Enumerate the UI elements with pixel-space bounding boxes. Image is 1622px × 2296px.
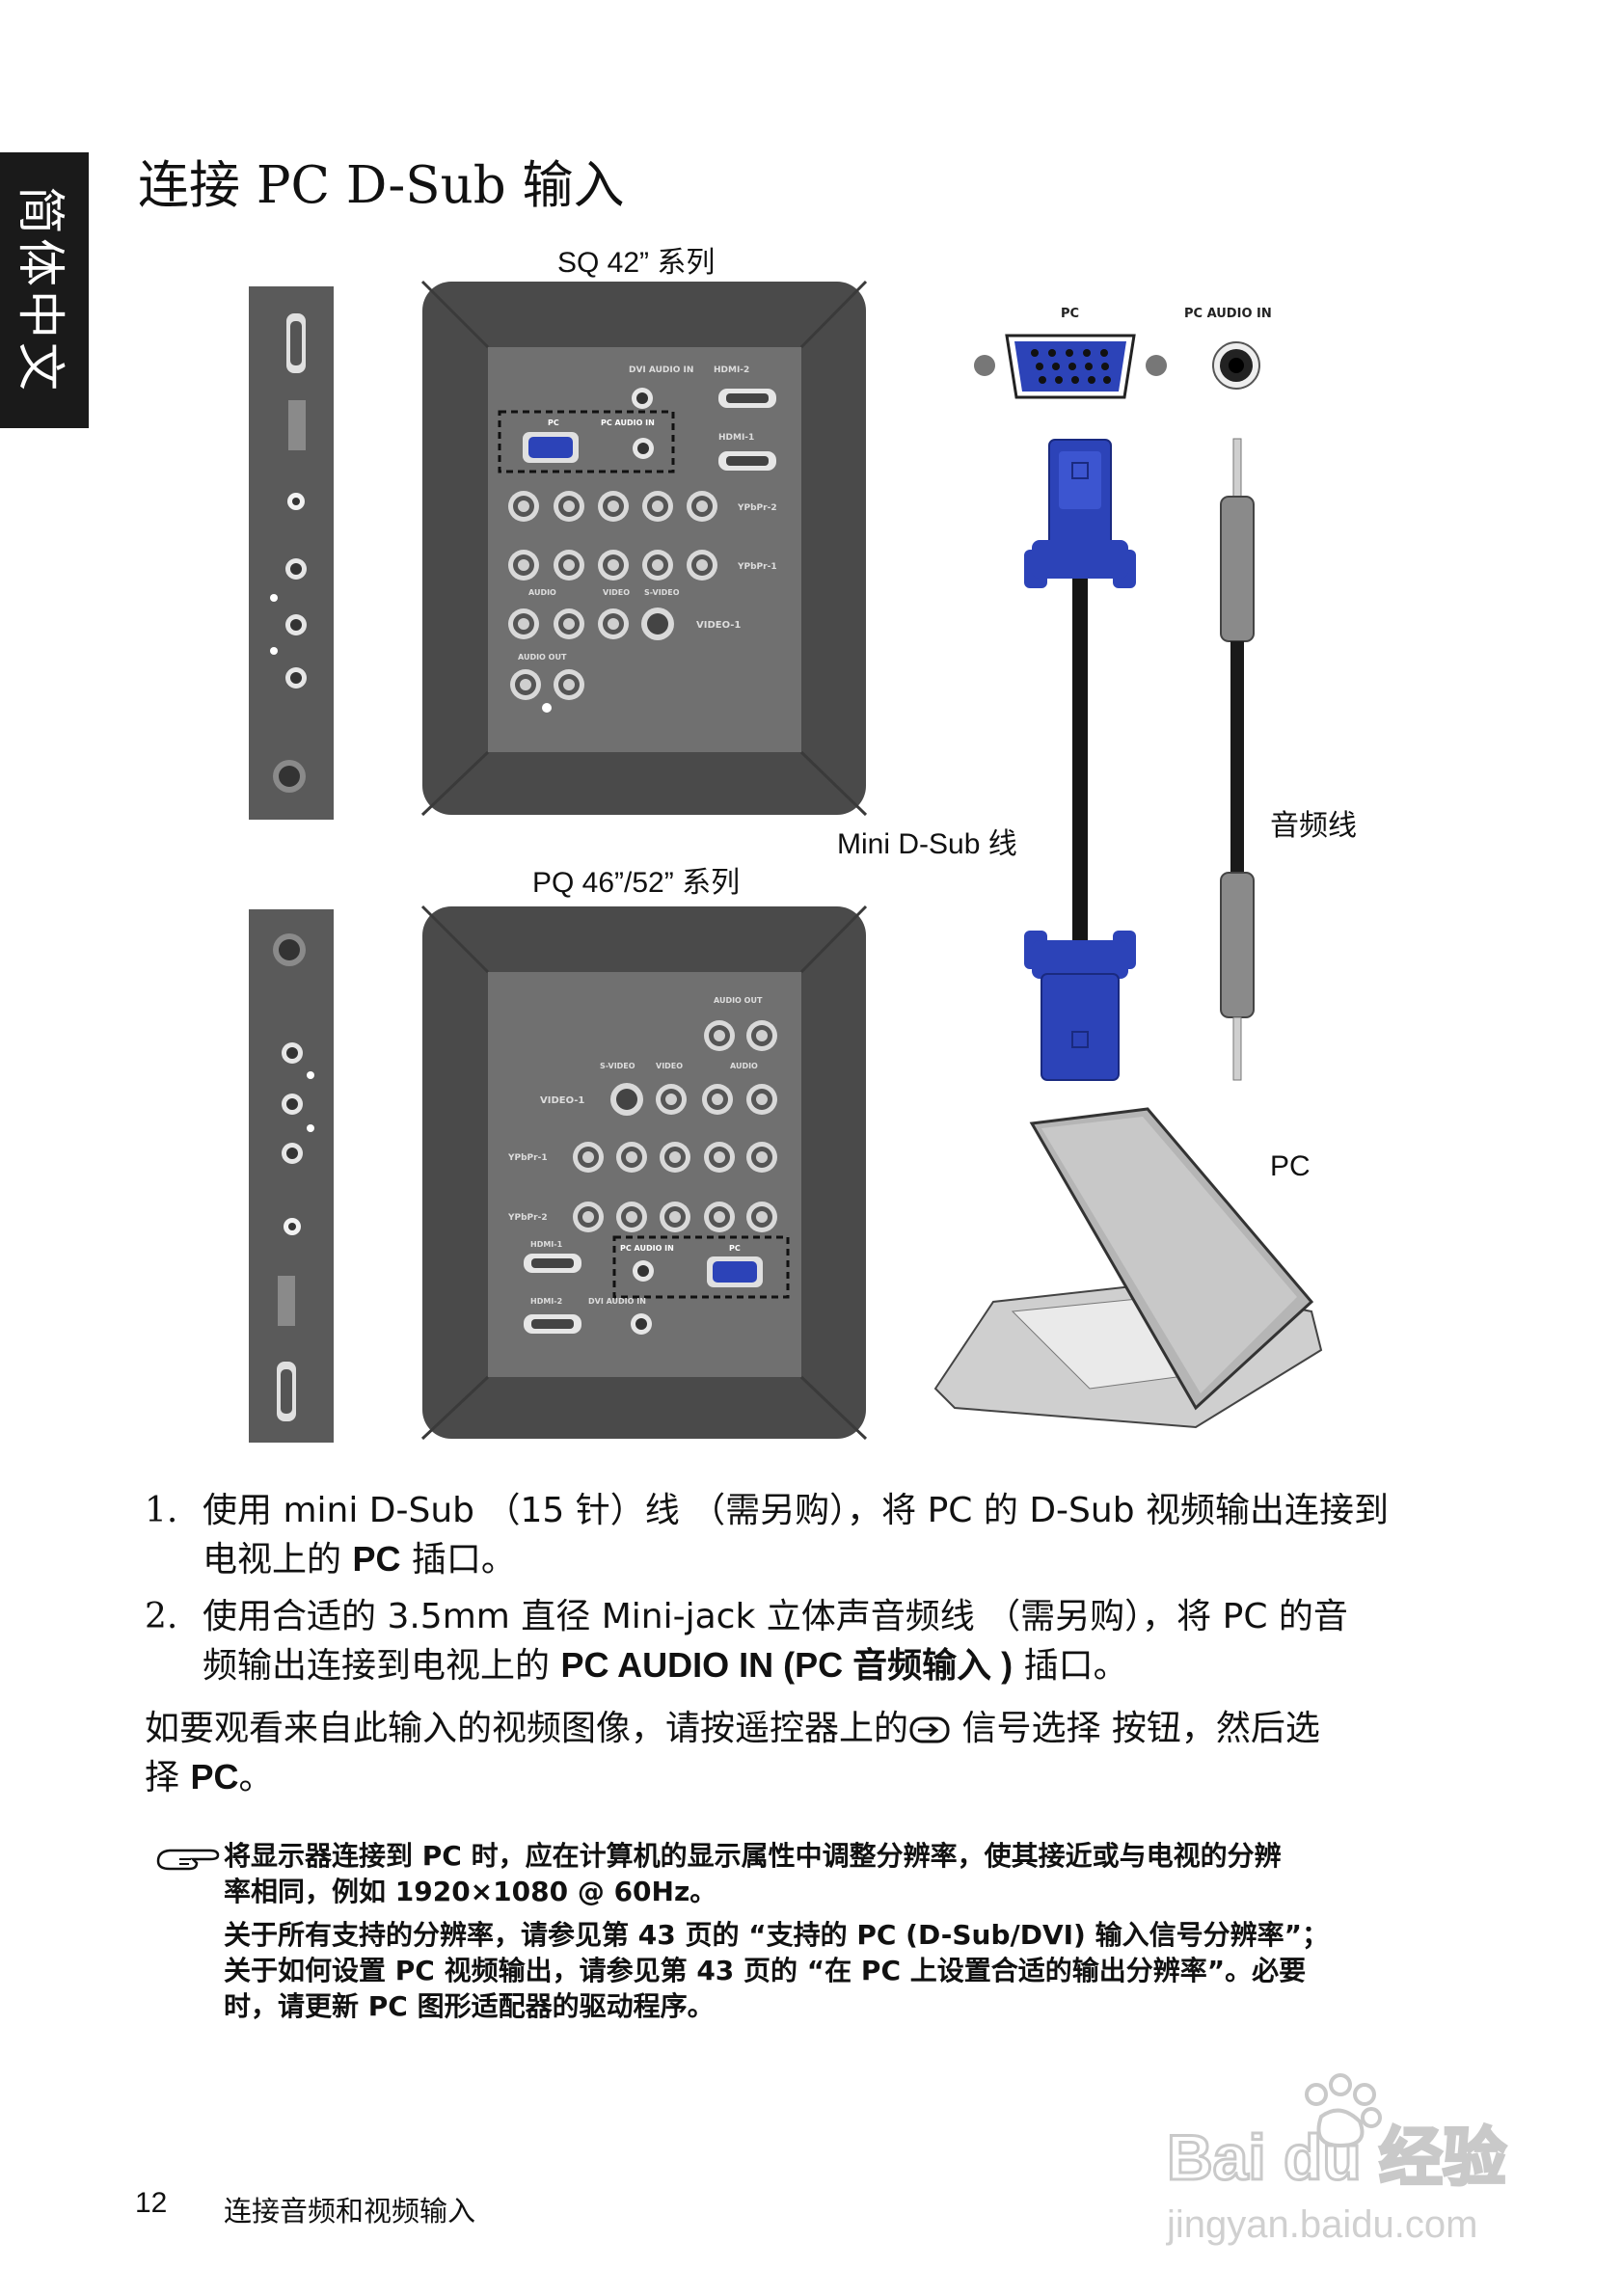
label-video-1-bottom: VIDEO-1 [540, 1095, 584, 1106]
label-ypbpr-1: YPbPr-1 [737, 562, 777, 572]
audio-cable [1220, 438, 1255, 1081]
sq-series-label: SQ 42” 系列 [557, 247, 715, 279]
note-line-5: 时，请更新 PC 图形适配器的驱动程序。 [224, 1990, 715, 2022]
watermark-brand: Bai du 经验 [1167, 2121, 1506, 2193]
instruction-bold: PC [190, 1757, 239, 1796]
note-line-4: 关于如何设置 PC 视频输出，请参见第 43 页的 “在 PC 上设置合适的输出… [224, 1955, 1307, 1986]
label-s-video-top: S-VIDEO [644, 588, 680, 597]
connector-closeup: PC PC AUDIO IN [974, 307, 1272, 399]
watermark-url: jingyan.baidu.com [1166, 2203, 1477, 2246]
label-video-1-top: VIDEO-1 [696, 620, 741, 631]
step-2-line-2: 频输出连接到电视上的 [203, 1646, 561, 1686]
pc-label: PC [1270, 1150, 1311, 1182]
label-dvi-audio-in: DVI AUDIO IN [629, 365, 693, 375]
label-pc-audio-in-top: PC AUDIO IN [601, 419, 655, 427]
label-video-top: VIDEO [603, 588, 630, 597]
step-1: 1. 使用 mini D-Sub （15 针）线 （需另购），将 PC 的 D-… [145, 1487, 1475, 1584]
tv-side-panel-top [249, 286, 334, 820]
note-line-3: 关于所有支持的分辨率，请参见第 43 页的 “支持的 PC (D-Sub/DVI… [224, 1919, 1330, 1951]
label-ypbpr-2-bottom: YPbPr-2 [507, 1213, 548, 1223]
label-dvi-audio-in-bottom: DVI AUDIO IN [588, 1297, 646, 1306]
footer-section-title: 连接音频和视频输入 [224, 2195, 476, 2228]
source-button-label: 信号选择 [951, 1709, 1112, 1748]
note-pointing-hand-icon [156, 1849, 220, 1871]
tv-side-panel-bottom [249, 909, 334, 1443]
instruction-text-1: 如要观看来自此输入的视频图像，请按遥控器上的 [145, 1709, 909, 1748]
label-pc-bottom: PC [729, 1244, 741, 1253]
label-ypbpr-1-bottom: YPbPr-1 [507, 1153, 548, 1163]
mini-dsub-cable [1024, 439, 1136, 1081]
step-1-line-2: 电视上的 [203, 1540, 353, 1580]
step-2: 2. 使用合适的 3.5mm 直径 Mini-jack 立体声音频线 （需另购）… [145, 1593, 1475, 1690]
instruction-text-4: 。 [238, 1758, 274, 1797]
tv-back-panel-pq46-52: AUDIO OUT S-VIDEO VIDEO AUDIO VIDEO-1 YP… [420, 905, 868, 1441]
label-audio-out-top: AUDIO OUT [518, 653, 567, 662]
instruction-text-2: 按钮，然后选 [1111, 1709, 1320, 1748]
page-number: 12 [135, 2187, 168, 2219]
cable-audio-label: 音频线 [1270, 810, 1357, 842]
step-1-bold: PC [352, 1539, 401, 1579]
note-block: 将显示器连接到 PC 时，应在计算机的显示属性中调整分辨率，使其接近或与电视的分… [224, 1838, 1477, 2024]
step-2-number: 2. [145, 1597, 178, 1636]
label-hdmi-1: HDMI-1 [718, 433, 754, 443]
label-hdmi-2-bottom: HDMI-2 [530, 1297, 562, 1306]
label-pc-top: PC [548, 419, 559, 427]
cable-dsub-label: Mini D-Sub 线 [837, 828, 1017, 860]
label-audio-bottom: AUDIO [730, 1062, 758, 1070]
step-2-bold: PC AUDIO IN (PC 音频输入 ) [560, 1645, 1014, 1685]
page-title: 连接 PC D-Sub 输入 [138, 156, 625, 215]
instruction-paragraph: 如要观看来自此输入的视频图像，请按遥控器上的 信号选择 按钮，然后选 择 PC。 [145, 1705, 1495, 1802]
step-1-line-1: 使用 mini D-Sub （15 针）线 （需另购），将 PC 的 D-Sub… [203, 1491, 1389, 1530]
step-1-line-2-end: 插口。 [400, 1540, 516, 1580]
step-2-line-2-end: 插口。 [1013, 1646, 1128, 1686]
label-hdmi-2: HDMI-2 [714, 365, 749, 375]
note-line-1: 将显示器连接到 PC 时，应在计算机的显示属性中调整分辨率，使其接近或与电视的分… [224, 1840, 1282, 1872]
label-audio-out-bottom: AUDIO OUT [714, 996, 763, 1005]
label-s-video-bottom: S-VIDEO [600, 1062, 635, 1070]
step-1-number: 1. [145, 1491, 178, 1530]
label-hdmi-1-bottom: HDMI-1 [530, 1240, 563, 1249]
baidu-watermark: Bai du 经验 jingyan.baidu.com [1166, 2073, 1508, 2246]
label-ypbpr-2: YPbPr-2 [737, 503, 777, 513]
connector-pc-label: PC [1061, 307, 1079, 321]
label-pc-audio-in-bottom: PC AUDIO IN [620, 1244, 674, 1253]
laptop-illustration [933, 1107, 1323, 1429]
connection-diagram: DVI AUDIO IN HDMI-2 PC PC AUDIO IN HDMI-… [249, 247, 1357, 1443]
note-line-2: 率相同，例如 1920×1080 @ 60Hz。 [224, 1876, 717, 1907]
label-audio-top: AUDIO [528, 588, 556, 597]
language-side-tab: 简体中文 [0, 152, 89, 428]
label-video-bottom: VIDEO [656, 1062, 683, 1070]
instruction-text-3: 择 [145, 1758, 191, 1797]
tv-back-panel-sq42: DVI AUDIO IN HDMI-2 PC PC AUDIO IN HDMI-… [420, 280, 868, 817]
step-2-line-1: 使用合适的 3.5mm 直径 Mini-jack 立体声音频线 （需另购），将 … [203, 1597, 1348, 1636]
connector-audio-label: PC AUDIO IN [1184, 307, 1272, 321]
source-input-icon [909, 1716, 950, 1743]
pq-series-label: PQ 46”/52” 系列 [532, 867, 740, 899]
